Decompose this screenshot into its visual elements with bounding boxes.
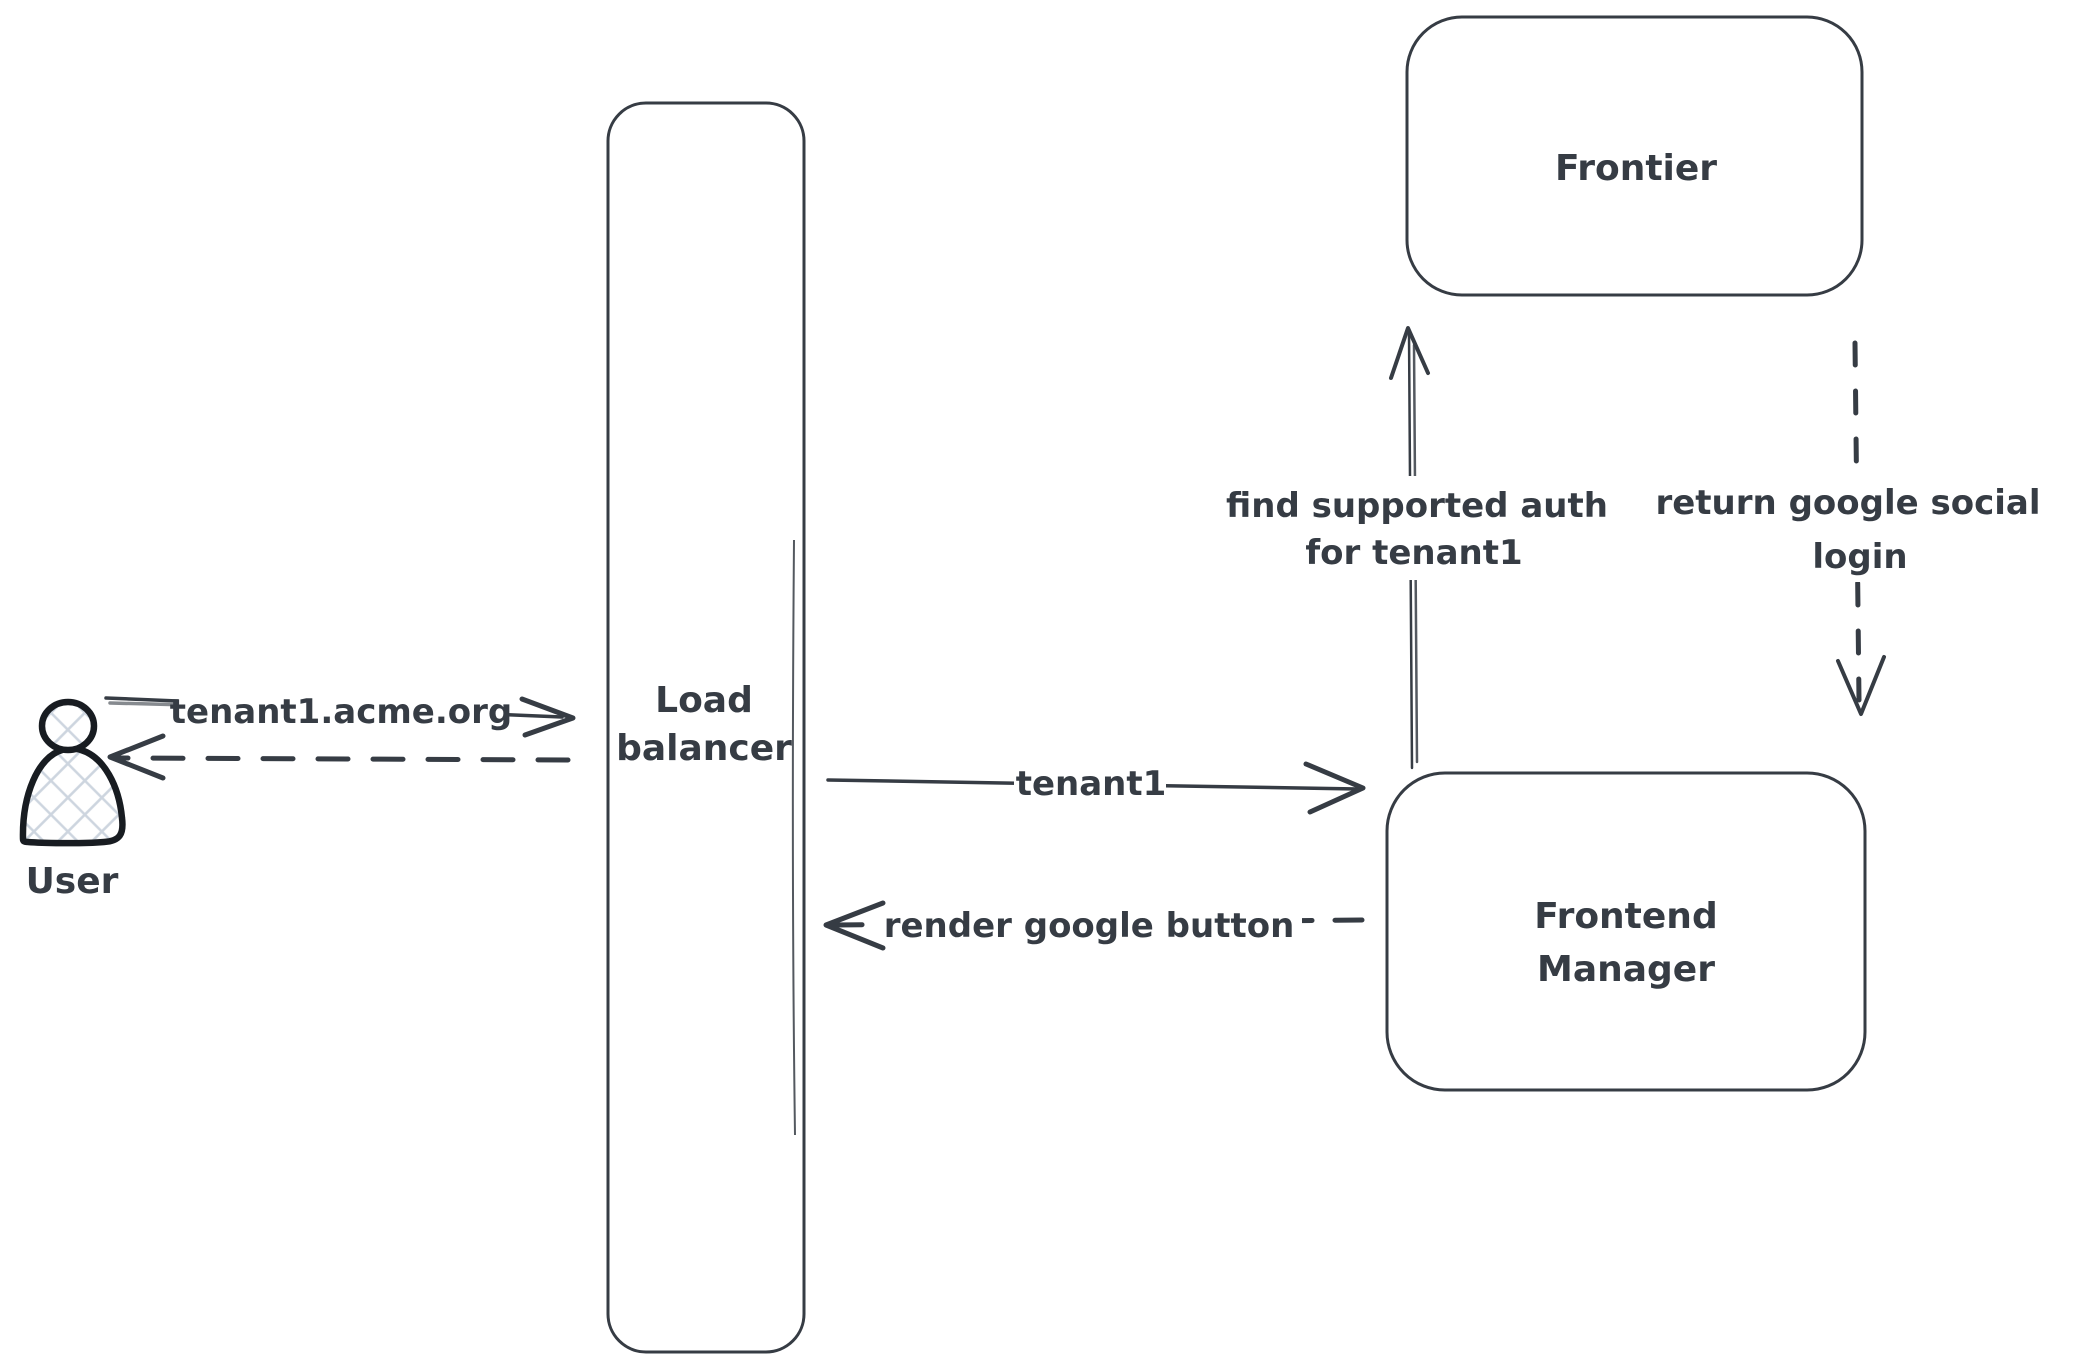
edge-lb-to-user-line (115, 755, 571, 763)
edge-fm-to-frontier-label-line2: for tenant1 (1305, 533, 1522, 573)
frontier-label: Frontier (1555, 148, 1717, 189)
user-head (38, 698, 98, 754)
edge-lb-to-user-arrowhead (107, 733, 166, 781)
frontier-node: Frontier (1405, 15, 1864, 297)
edge-user-to-lb-label-bg (178, 684, 504, 738)
edge-lb-to-fm: tenant1 (826, 756, 1366, 815)
load-balancer-box-overdraw (791, 539, 796, 1136)
load-balancer-node: Load balancer (606, 101, 806, 1354)
edge-lb-to-fm-label: tenant1 (1016, 764, 1167, 804)
edge-fm-to-lb: render google button (823, 888, 1365, 958)
load-balancer-box (606, 101, 806, 1354)
edge-lb-to-fm-label-bg (1014, 756, 1166, 808)
edge-fm-to-frontier-label-bg (1205, 476, 1635, 580)
edge-frontier-to-fm: return google social login (1642, 340, 2056, 716)
edge-frontier-to-fm-label-bg (1642, 470, 2056, 582)
edge-frontier-to-fm-label-line2: login (1812, 537, 1907, 577)
edge-lb-to-user (107, 733, 571, 781)
edge-frontier-to-fm-label-line1: return google social (1655, 483, 2040, 523)
edge-fm-to-frontier-label-line1: find supported auth (1226, 486, 1608, 526)
user-icon: User (19, 698, 126, 902)
edge-fm-to-frontier: find supported auth for tenant1 (1205, 326, 1635, 770)
frontend-manager-node: Frontend Manager (1385, 771, 1867, 1092)
edge-user-to-lb: tenant1.acme.org (104, 684, 576, 738)
load-balancer-label-line2: balancer (616, 728, 792, 769)
load-balancer-label-line1: Load (655, 680, 753, 721)
edge-fm-to-lb-label-bg (878, 888, 1302, 958)
edge-fm-to-frontier-arrowhead (1389, 326, 1430, 380)
frontend-manager-label-line2: Manager (1537, 949, 1715, 990)
frontend-manager-box (1385, 771, 1867, 1092)
edge-frontier-to-fm-line (1852, 340, 1862, 703)
edge-user-to-lb-arrowhead (519, 696, 576, 738)
edge-fm-to-lb-label: render google button (884, 906, 1295, 946)
edge-frontier-to-fm-arrowhead (1836, 655, 1886, 716)
edge-lb-to-fm-arrowhead (1303, 761, 1366, 815)
edge-fm-to-lb-arrowhead (823, 900, 886, 951)
frontier-box (1405, 15, 1864, 297)
user-label: User (26, 861, 119, 902)
user-body (19, 745, 126, 847)
edge-user-to-lb-label: tenant1.acme.org (170, 692, 512, 732)
frontend-manager-label-line1: Frontend (1534, 896, 1717, 937)
